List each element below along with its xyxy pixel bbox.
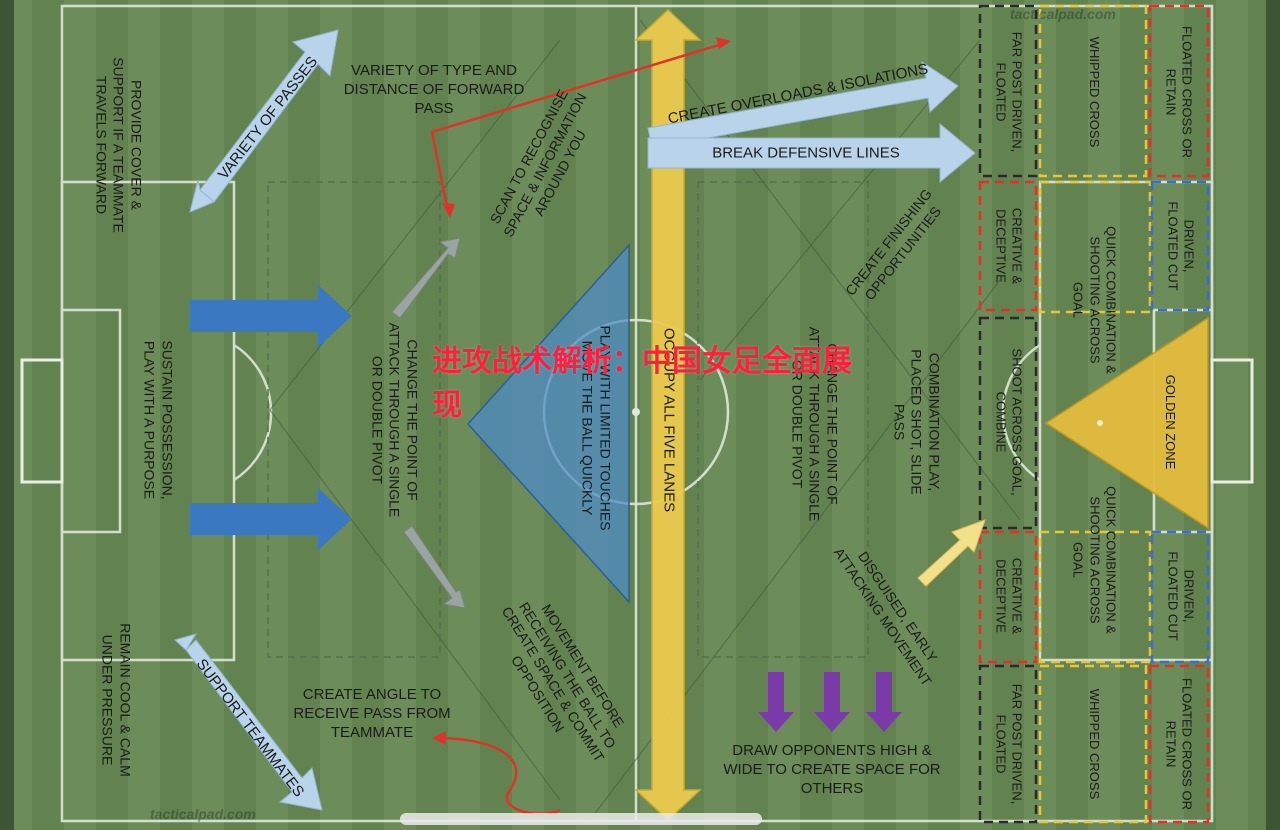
zone-floated-bottom: FLOATED CROSS OR RETAIN	[1163, 678, 1195, 810]
watermark-top: tacticalpad.com	[1010, 6, 1116, 22]
red-arrowhead-top	[716, 37, 731, 49]
zone-driven-top: DRIVEN, FLOATED CUT	[1165, 201, 1197, 291]
break-lines-label: BREAK DEFENSIVE LINES	[712, 144, 900, 162]
overlay-title: 进攻战术解析：中国女足全面展现	[432, 344, 852, 423]
red-arrowhead-bottom	[432, 731, 446, 745]
draw-opponents-arrows	[758, 672, 902, 732]
provide-cover-label: PROVIDE COVER & SUPPORT IF A TEAMMATE TR…	[93, 57, 145, 233]
left-dashed-zone	[267, 181, 441, 658]
golden-zone-spot	[1097, 420, 1103, 426]
zone-whipped-bottom: WHIPPED CROSS	[1087, 688, 1103, 800]
pivot-arrows	[391, 237, 466, 609]
horizontal-scrollbar[interactable]	[400, 813, 762, 825]
zone-quick-combo-top: QUICK COMBINATION & SHOOTING ACROSS GOAL	[1070, 226, 1119, 374]
play-quickly-triangle	[466, 243, 630, 604]
sustain-possession-arrows	[190, 285, 352, 550]
golden-zone-triangle	[1044, 316, 1209, 530]
zone-far-post-top: FAR POST DRIVEN, FLOATED	[993, 31, 1025, 153]
left-goal	[20, 358, 64, 484]
zone-grid	[978, 4, 1210, 824]
change-point-left-label: CHANGE THE POINT OF ATTACK THROUGH A SIN…	[369, 322, 421, 518]
combination-play-label: COMBINATION PLAY, PLACED SHOT, SLIDE PAS…	[891, 349, 943, 495]
right-edge-shade	[1266, 0, 1280, 830]
zone-creative-bottom: CREATIVE & DECEPTIVE	[993, 557, 1025, 635]
zone-shoot-across: SHOOT ACROSS GOAL, COMBINE	[993, 348, 1025, 496]
watermark-bottom: tacticalpad.com	[150, 806, 256, 822]
right-dashed-zone	[697, 181, 869, 658]
light-blue-arrows	[173, 29, 976, 811]
zone-floated-top: FLOATED CROSS OR RETAIN	[1163, 26, 1195, 158]
draw-opponents-label: DRAW OPPONENTS HIGH & WIDE TO CREATE SPA…	[723, 741, 941, 797]
center-spot	[632, 408, 640, 416]
disguised-movement-arrow	[917, 519, 986, 587]
zone-far-post-bottom: FAR POST DRIVEN, FLOATED	[993, 683, 1025, 805]
left-edge-shade	[0, 0, 14, 830]
create-angle-label: CREATE ANGLE TO RECEIVE PASS FROM TEAMMA…	[293, 685, 451, 741]
right-goal	[1210, 358, 1254, 484]
remain-cool-label: REMAIN COOL & CALM UNDER PRESSURE	[100, 623, 134, 777]
zone-quick-combo-bottom: QUICK COMBINATION & SHOOTING ACROSS GOAL	[1070, 486, 1119, 634]
variety-type-label: VARIETY OF TYPE AND DISTANCE OF FORWARD …	[343, 61, 525, 117]
zone-whipped-top: WHIPPED CROSS	[1087, 36, 1103, 148]
zone-driven-bottom: DRIVEN, FLOATED CUT	[1165, 551, 1197, 641]
zone-creative-top: CREATIVE & DECEPTIVE	[993, 207, 1025, 285]
red-arrowhead-mid	[442, 203, 455, 218]
zone-golden-label: GOLDEN ZONE	[1163, 374, 1179, 470]
sustain-possession-label: SUSTAIN POSSESSION, PLAY WITH A PURPOSE	[142, 340, 176, 500]
